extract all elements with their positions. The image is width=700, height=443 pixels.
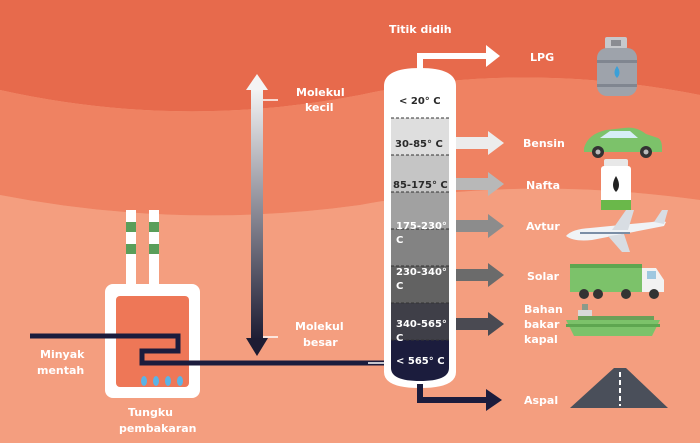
truck-icon bbox=[570, 264, 664, 299]
input-label-2: mentah bbox=[37, 364, 84, 377]
temp-label-nafta: 85-175° C bbox=[393, 180, 448, 191]
distillation-column bbox=[384, 67, 456, 389]
furnace-label-2: pembakaran bbox=[119, 422, 197, 435]
product-label-kapal-3: kapal bbox=[524, 333, 558, 346]
product-label-aspal: Aspal bbox=[524, 394, 558, 407]
product-label-solar: Solar bbox=[527, 270, 560, 283]
product-label-nafta: Nafta bbox=[526, 179, 560, 192]
product-label-bensin: Bensin bbox=[523, 137, 565, 150]
car-icon bbox=[584, 127, 662, 158]
arrow-nafta bbox=[456, 172, 504, 196]
temp-label-lpg: < 20° C bbox=[399, 96, 441, 107]
product-labels: LPG Bensin Nafta Avtur Solar Bahan bakar… bbox=[523, 51, 565, 407]
arrow-avtur bbox=[456, 214, 504, 238]
fuel-canister-icon bbox=[601, 159, 631, 210]
burner-flames-icon bbox=[141, 376, 183, 386]
temp-label-bensin: 30-85° C bbox=[395, 139, 443, 150]
temp-label-avtur-1: 175-230° bbox=[396, 221, 447, 232]
arrow-bensin bbox=[456, 131, 504, 155]
scale-top-label-2: kecil bbox=[305, 101, 334, 114]
fraction-arrows bbox=[417, 131, 504, 411]
product-label-avtur: Avtur bbox=[526, 220, 560, 233]
scale-bottom-label-1: Molekul bbox=[295, 320, 344, 333]
arrow-solar bbox=[456, 263, 504, 287]
molecule-scale-arrow bbox=[246, 74, 278, 356]
temp-label-avtur-2: C bbox=[396, 235, 403, 246]
arrow-bahan-bakar-kapal bbox=[456, 312, 504, 336]
arrow-aspal bbox=[417, 384, 502, 411]
chart-title: Titik didih bbox=[389, 23, 452, 36]
airplane-icon bbox=[566, 210, 668, 252]
temperature-labels: < 20° C 30-85° C 85-175° C 175-230° C 23… bbox=[393, 96, 448, 367]
scale-bottom-label-2: besar bbox=[303, 336, 338, 349]
input-label-1: Minyak bbox=[40, 348, 85, 361]
temp-label-aspal: < 565° C bbox=[396, 356, 445, 367]
temp-label-kapal-1: 340-565° bbox=[396, 319, 447, 330]
product-label-lpg: LPG bbox=[530, 51, 554, 64]
lpg-cylinder-icon bbox=[597, 37, 637, 96]
temp-label-solar-1: 230-340° bbox=[396, 267, 447, 278]
lpg-outlet-arrow bbox=[417, 45, 500, 72]
crude-oil-pipe bbox=[30, 333, 384, 366]
road-icon bbox=[570, 368, 668, 408]
temp-label-solar-2: C bbox=[396, 281, 403, 292]
temp-label-kapal-2: C bbox=[396, 333, 403, 344]
scale-top-label-1: Molekul bbox=[296, 86, 345, 99]
furnace bbox=[105, 210, 200, 398]
product-label-kapal-2: bakar bbox=[524, 318, 560, 331]
furnace-label-1: Tungku bbox=[128, 406, 173, 419]
product-label-kapal-1: Bahan bbox=[524, 303, 563, 316]
ship-icon bbox=[566, 304, 660, 336]
